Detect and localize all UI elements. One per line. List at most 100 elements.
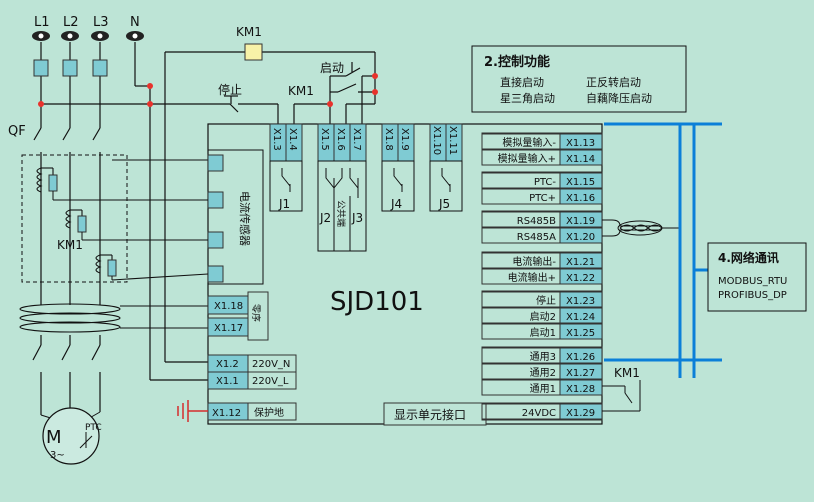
thermal-coils (36, 167, 113, 274)
junction-dots (38, 73, 378, 107)
terminal-id-label: X1.29 (566, 408, 595, 419)
terminal-function-label: PTC+ (529, 193, 556, 204)
motor-letter: M (46, 427, 62, 448)
control-item-direct: 直接启动 (500, 75, 544, 89)
km1-output-label: KM1 (614, 366, 640, 380)
contactor-box (21, 154, 128, 283)
right-terminal-row: 电流输出- X1.21 (481, 252, 603, 269)
terminal-x1-10: X1.10 (431, 126, 442, 155)
device-name: SJD101 (330, 287, 424, 317)
right-terminal-row: 电流输出+ X1.22 (481, 268, 603, 285)
motor-phase: 3~ (50, 450, 65, 461)
relay-j3: J3 (351, 211, 363, 225)
terminal-function-label: 电流输出- (512, 255, 556, 268)
rs485-twisted-pair (602, 219, 680, 237)
phase-caps (32, 31, 144, 41)
terminal-function-label: 停止 (536, 294, 556, 307)
terminal-id-label: X1.28 (566, 384, 595, 395)
terminal-function-label: 启动2 (530, 310, 556, 323)
terminal-function-label: 24VDC (522, 408, 556, 419)
terminal-x1-11: X1.11 (447, 126, 458, 155)
terminal-function-label: 模拟量输入- (502, 136, 556, 149)
phase-label-l1: L1 (34, 15, 50, 30)
terminal-x1-2-label: 220V_N (252, 359, 290, 370)
terminal-id-label: X1.22 (566, 273, 595, 284)
terminal-x1-5: X1.5 (319, 128, 330, 151)
current-sensor-box (207, 149, 264, 285)
terminal-x1-3: X1.3 (271, 128, 282, 151)
terminal-x1-17: X1.17 (214, 323, 243, 334)
terminal-x1-8: X1.8 (383, 128, 394, 151)
right-terminal-row: RS485A X1.20 (481, 227, 603, 244)
motor-ptc: PTC (85, 423, 102, 433)
terminal-id-label: X1.25 (566, 328, 595, 339)
terminal-id-label: X1.14 (566, 154, 595, 165)
right-terminal-row: RS485B X1.19 (481, 211, 603, 228)
network-protocol-profibus: PROFIBUS_DP (718, 290, 787, 301)
right-terminal-row: PTC+ X1.16 (481, 188, 603, 205)
km1-aux-label: KM1 (288, 84, 314, 98)
terminal-x1-1-label: 220V_L (252, 376, 289, 387)
terminal-id-label: X1.16 (566, 193, 595, 204)
top-terminal-strip (269, 123, 463, 162)
terminal-id-label: X1.23 (566, 296, 595, 307)
terminal-box (559, 268, 603, 285)
control-item-autotransformer: 自藕降压启动 (586, 91, 652, 105)
terminal-box (559, 188, 603, 205)
terminal-box (559, 149, 603, 166)
motor (40, 407, 101, 465)
terminal-id-label: X1.21 (566, 257, 595, 268)
control-item-star-delta: 星三角启动 (500, 92, 555, 105)
right-terminal-row: 停止 X1.23 (481, 291, 603, 308)
phase-label-n: N (130, 15, 140, 30)
terminal-x1-7: X1.7 (351, 128, 362, 151)
zero-seq-ct (19, 303, 208, 333)
terminal-box (559, 291, 603, 308)
relay-j2: J2 (319, 211, 331, 225)
terminal-id-label: X1.26 (566, 352, 595, 363)
terminal-id-label: X1.20 (566, 232, 595, 243)
terminal-function-label: 通用1 (530, 383, 556, 395)
terminal-id-label: X1.13 (566, 138, 595, 149)
terminal-x1-1: X1.1 (216, 376, 239, 387)
terminal-x1-2: X1.2 (216, 359, 239, 370)
phase-label-l2: L2 (63, 15, 79, 30)
fuses (33, 59, 108, 77)
common-terminal-label: 公共端 (335, 200, 347, 227)
display-interface-label: 显示单元接口 (394, 407, 466, 422)
sensor-resistors (48, 174, 117, 277)
terminal-function-label: RS485B (517, 216, 556, 227)
km1-coil (244, 43, 263, 61)
terminal-function-label: 通用2 (530, 367, 556, 379)
terminal-x1-18: X1.18 (214, 301, 243, 312)
terminal-x1-12: X1.12 (212, 408, 241, 419)
terminal-function-label: 模拟量输入+ (498, 152, 556, 165)
right-terminal-row: PTC- X1.15 (481, 172, 603, 189)
breaker-label: QF (8, 124, 26, 139)
terminal-function-label: RS485A (517, 232, 556, 243)
terminal-function-label: PTC- (534, 177, 557, 188)
terminal-box (559, 172, 603, 189)
network-bus (604, 122, 722, 378)
terminal-box (559, 363, 603, 380)
terminal-id-label: X1.24 (566, 312, 595, 323)
terminal-x1-4: X1.4 (287, 128, 298, 151)
right-terminal-row: 启动2 X1.24 (481, 307, 603, 324)
terminal-id-label: X1.19 (566, 216, 595, 227)
right-terminal-row: 模拟量输入+ X1.14 (481, 149, 603, 166)
current-sensor-label: 电流传感器 (238, 191, 252, 246)
terminal-x1-6: X1.6 (335, 128, 346, 151)
stop-label: 停止 (218, 82, 242, 97)
terminal-id-label: X1.15 (566, 177, 595, 188)
right-terminal-row: 通用1 X1.28 (481, 379, 603, 396)
terminal-box (559, 133, 603, 150)
terminal-function-label: 电流输出+ (508, 271, 556, 284)
network-title: 4.网络通讯 (718, 250, 779, 265)
km1-coil-label: KM1 (236, 25, 262, 39)
